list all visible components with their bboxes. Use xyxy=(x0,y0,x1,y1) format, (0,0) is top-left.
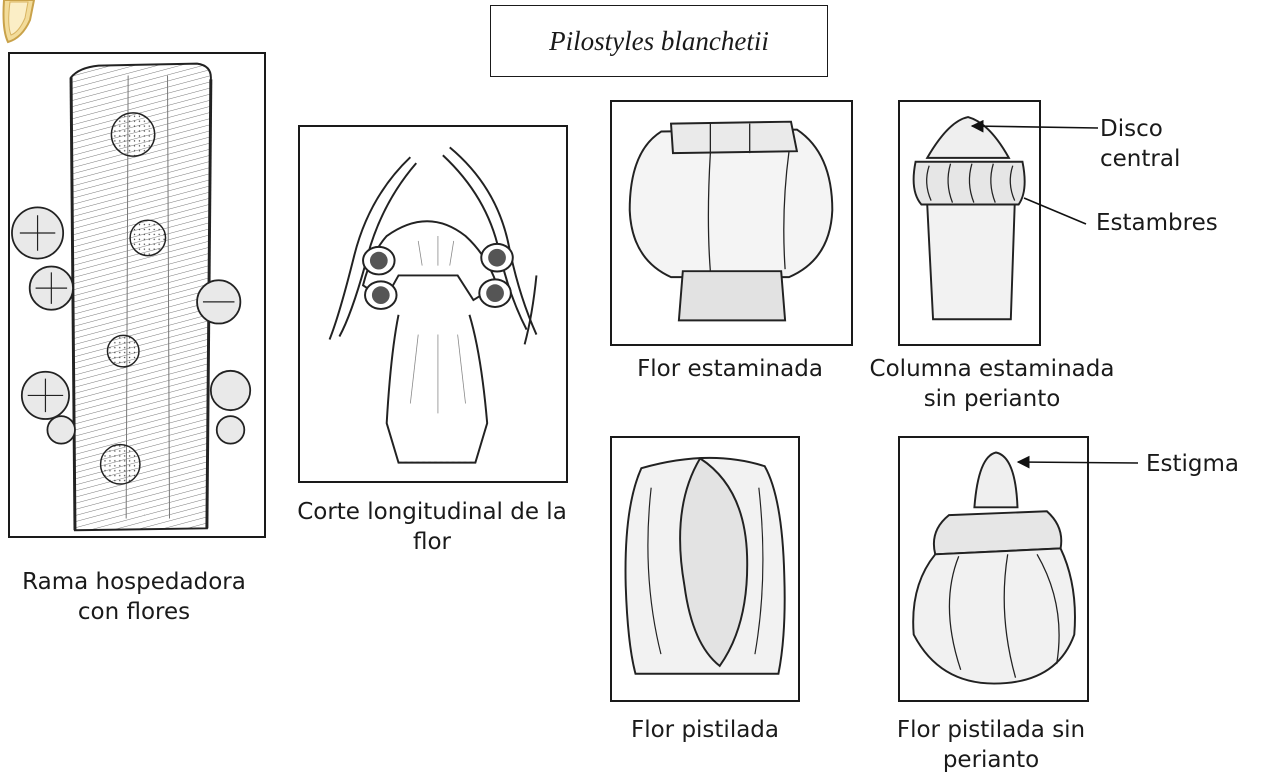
host-branch-drawing xyxy=(10,54,264,536)
page-title: Pilostyles blanchetii xyxy=(549,26,769,57)
label-disco-central: Disco central xyxy=(1100,114,1190,174)
staminate-column-drawing xyxy=(900,102,1039,344)
caption-pistillate-no-perianth: Flor pistilada sin perianto xyxy=(866,715,1116,775)
host-branch-figure xyxy=(8,52,266,538)
pistillate-no-perianth-figure xyxy=(898,436,1089,702)
pistillate-no-perianth-drawing xyxy=(900,438,1087,700)
staminate-flower-drawing xyxy=(612,102,851,344)
pistillate-flower-figure xyxy=(610,436,800,702)
caption-host-branch: Rama hospedadora con flores xyxy=(0,567,268,627)
title-box: Pilostyles blanchetii xyxy=(490,5,828,77)
label-estigma: Estigma xyxy=(1146,449,1239,479)
caption-staminate-flower: Flor estaminada xyxy=(600,354,860,384)
pistillate-flower-drawing xyxy=(612,438,798,700)
caption-pistillate-flower: Flor pistilada xyxy=(600,715,810,745)
staminate-flower-figure xyxy=(610,100,853,346)
label-estambres: Estambres xyxy=(1096,208,1218,238)
shield-logo-icon xyxy=(0,0,40,44)
caption-staminate-column: Columna estaminada sin perianto xyxy=(852,354,1132,414)
staminate-column-figure xyxy=(898,100,1041,346)
longitudinal-section-drawing xyxy=(300,127,566,481)
caption-longitudinal-section: Corte longitudinal de la flor xyxy=(282,497,582,557)
longitudinal-section-figure xyxy=(298,125,568,483)
